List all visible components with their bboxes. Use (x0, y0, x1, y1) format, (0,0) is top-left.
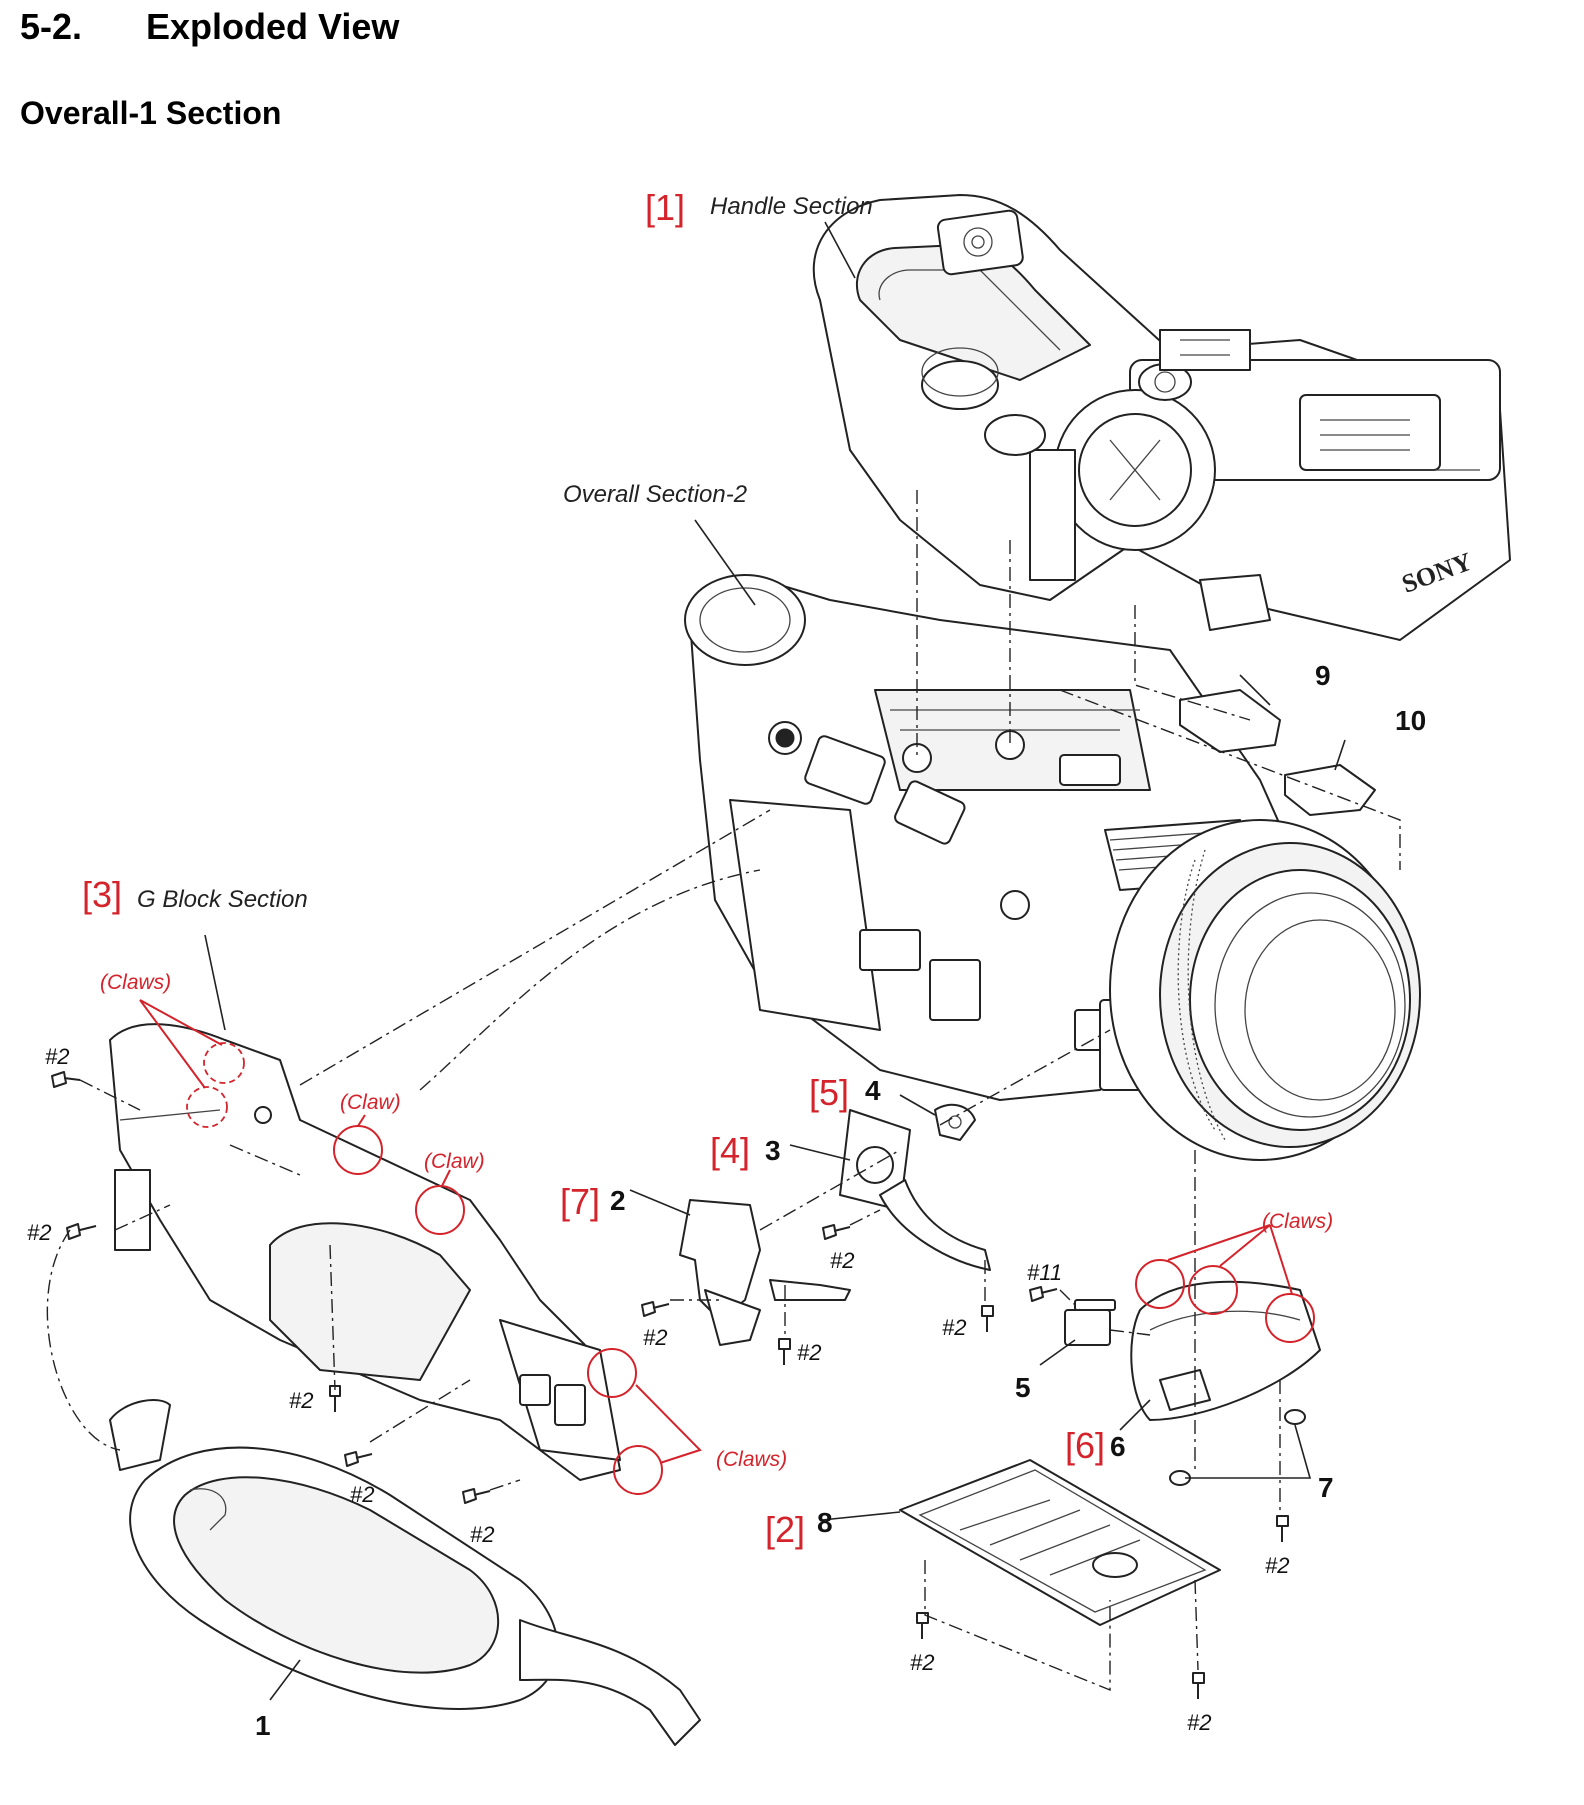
washer-parts-7 (1169, 1409, 1306, 1486)
leader-lines (204, 221, 1346, 1701)
screw-label-11: #2 (1265, 1553, 1289, 1578)
subsection-title: Overall-1 Section (20, 95, 282, 131)
claws-bottom-label: (Claws) (716, 1448, 787, 1471)
grip-strap-part-1 (109, 1399, 701, 1746)
handle-section-label: Handle Section (710, 193, 873, 220)
claws-right-label: (Claws) (1262, 1210, 1333, 1233)
part-number-9: 9 (1315, 660, 1331, 691)
connector-part-5 (1064, 1299, 1116, 1346)
shoe-cap-part-10 (1284, 764, 1376, 816)
screw-label-1: #2 (45, 1044, 69, 1069)
screw-label-9: #2 (942, 1315, 966, 1340)
part-number-2: 2 (610, 1185, 626, 1216)
g-block-section-label: G Block Section (137, 886, 308, 913)
plate-part-3 (839, 1109, 991, 1271)
camera-body-assembly (684, 574, 1421, 1161)
claw-indicators (139, 999, 1315, 1495)
ref-2-label: [2] (765, 1509, 805, 1550)
frame-bracket-part-2 (679, 1199, 851, 1346)
section-number: 5-2. (20, 6, 83, 47)
screw-icons (51, 1071, 1289, 1699)
bottom-plate-part-8 (899, 1459, 1221, 1626)
cover-part-6 (1130, 1280, 1321, 1421)
g-block-assembly (109, 1023, 621, 1481)
ref-4-label: [4] (710, 1130, 750, 1171)
part-number-10: 10 (1395, 705, 1426, 736)
screw-label-8: #2 (797, 1340, 821, 1365)
screw-label-4: #2 (350, 1482, 374, 1507)
part-number-3: 3 (765, 1135, 781, 1166)
section-title: Exploded View (146, 6, 400, 47)
screw-label-5: #2 (470, 1522, 494, 1547)
screw-label-13: #2 (1187, 1710, 1211, 1735)
handle-section-assembly: SONY (812, 194, 1511, 641)
screw-label-12: #2 (910, 1650, 934, 1675)
assembly-dash-lines (46, 490, 1401, 1692)
screw-label-6: #2 (643, 1325, 667, 1350)
part-number-8: 8 (817, 1507, 833, 1538)
screw-label-2: #2 (27, 1220, 51, 1245)
claw-1-label: (Claw) (340, 1091, 401, 1114)
ref-6-label: [6] (1065, 1425, 1105, 1466)
part-number-7: 7 (1318, 1472, 1334, 1503)
claws-top-left-label: (Claws) (100, 971, 171, 994)
screw-label-7: #2 (830, 1248, 854, 1273)
part-number-4: 4 (865, 1075, 881, 1106)
ref-7-label: [7] (560, 1181, 600, 1222)
part-number-6: 6 (1110, 1431, 1126, 1462)
shoe-part-9 (1179, 689, 1281, 753)
ref-5-label: [5] (809, 1072, 849, 1113)
screw-label-3: #2 (289, 1388, 313, 1413)
claw-2-label: (Claw) (424, 1150, 485, 1173)
ref-1-label: [1] (645, 187, 685, 228)
screw-label-10: #11 (1027, 1260, 1062, 1285)
diagram-labels: [1] Handle Section Overall Section-2 [3]… (27, 187, 1426, 1741)
part-number-1: 1 (255, 1710, 271, 1741)
overall-section-2-label: Overall Section-2 (563, 481, 747, 508)
part-number-5: 5 (1015, 1372, 1031, 1403)
ref-3-label: [3] (82, 874, 122, 915)
bracket-part-4 (934, 1103, 976, 1141)
